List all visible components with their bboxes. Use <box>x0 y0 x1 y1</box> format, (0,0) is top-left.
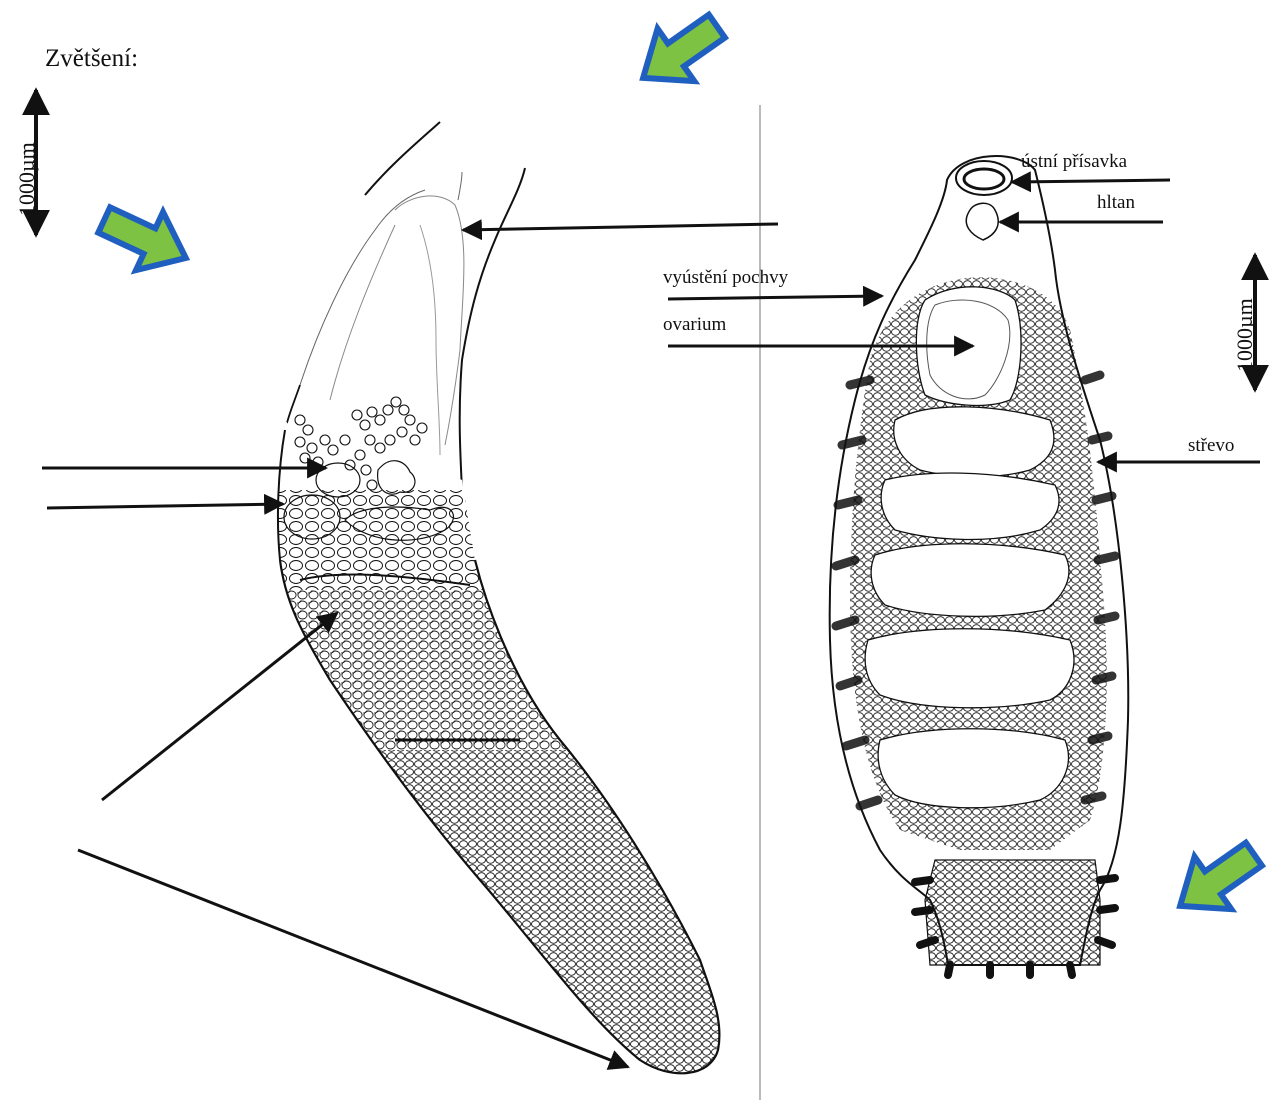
left-specimen-drawing <box>270 122 730 1090</box>
green-arrow-top-center-icon <box>625 0 735 104</box>
pointer-line-oral-sucker <box>1012 180 1170 182</box>
scale-bar-left-label: 1000µm <box>14 142 40 216</box>
pointer-line-uterus <box>102 613 337 800</box>
label-oral-sucker: ústní přísavka <box>1021 152 1127 171</box>
label-ovarium: ovarium <box>663 315 726 334</box>
label-pharynx: hltan <box>1097 193 1135 212</box>
pointer-line-testis <box>47 504 283 508</box>
pointer-line-vagina-opening <box>668 296 882 299</box>
green-arrow-bottom-right-icon <box>1162 828 1272 932</box>
label-vagina-opening: vyústění pochvy <box>663 268 788 287</box>
label-intestine: střevo <box>1188 436 1234 455</box>
green-arrow-left-icon <box>91 191 200 287</box>
scale-bar-right-label: 1000µm <box>1232 298 1258 372</box>
magnification-label: Zvětšení: <box>45 46 138 71</box>
right-specimen-drawing <box>830 156 1129 975</box>
pointer-line-neck <box>463 224 778 230</box>
